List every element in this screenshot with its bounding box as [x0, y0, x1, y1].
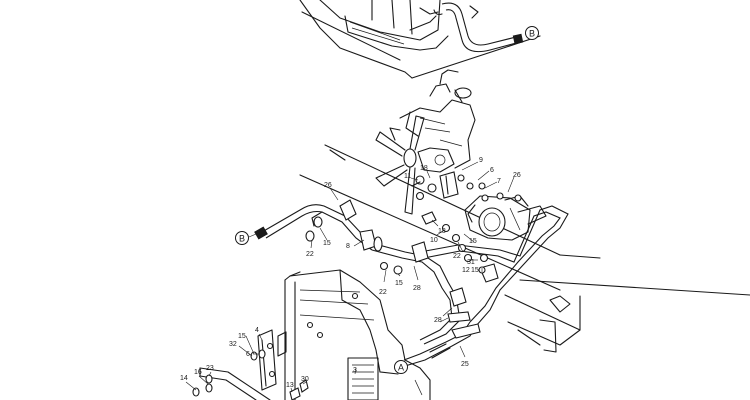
part-13: 13: [286, 382, 294, 389]
part-28-lower: 28: [434, 317, 442, 324]
part-31: 31: [467, 259, 475, 266]
lower-bracket: [192, 329, 309, 400]
radiator-top-assembly: [299, 0, 541, 79]
part-11: 11: [404, 173, 411, 180]
part-12: 12: [462, 267, 470, 274]
part-10: 10: [430, 237, 438, 244]
part-26-right: 26: [513, 172, 521, 179]
part-22-lower: 22: [379, 289, 387, 296]
pipe-lines: [254, 199, 569, 367]
part-18-mid: 18: [438, 228, 446, 235]
part-9: 9: [479, 157, 483, 164]
part-15-bottom-left: 15: [238, 333, 246, 340]
callout-b-left: B: [235, 231, 257, 245]
part-14: 14: [180, 375, 188, 382]
part-15-lower-right: 15: [471, 267, 479, 274]
part-23: 23: [206, 365, 214, 372]
part-7: 7: [497, 178, 501, 185]
callout-b-top: B: [525, 26, 539, 40]
part-4: 4: [255, 327, 259, 334]
part-15-lower: 15: [395, 280, 403, 287]
part-number-labels: 18 11 9 6 26 7 26 22 15 8 18 10 22 15 31…: [180, 157, 521, 389]
part-3: 3: [353, 367, 357, 374]
leader-lines: [185, 161, 515, 393]
part-15-left: 15: [323, 240, 331, 247]
part-18-top: 18: [420, 165, 428, 172]
part-8: 8: [346, 243, 350, 250]
condenser-housing: [284, 269, 431, 400]
part-16: 16: [194, 369, 202, 376]
fasteners: [305, 211, 489, 275]
svg-text:A: A: [398, 363, 404, 373]
callout-a-bottom: A: [394, 360, 408, 374]
part-22-mid: 22: [453, 253, 461, 260]
frame-rails: [299, 144, 750, 353]
engine-fan-assembly: [375, 69, 486, 215]
compressor-motor: [464, 192, 547, 241]
part-6-bottom-left: 6: [246, 351, 250, 358]
part-28-mid: 28: [413, 285, 421, 292]
part-6: 6: [490, 167, 494, 174]
part-30: 30: [301, 376, 309, 383]
part-15-right: 15: [469, 238, 477, 245]
part-26-left: 26: [324, 182, 332, 189]
part-32: 32: [229, 341, 237, 348]
svg-text:B: B: [239, 234, 245, 244]
part-25: 25: [461, 361, 469, 368]
svg-text:B: B: [529, 29, 535, 39]
part-22-left: 22: [306, 251, 314, 258]
